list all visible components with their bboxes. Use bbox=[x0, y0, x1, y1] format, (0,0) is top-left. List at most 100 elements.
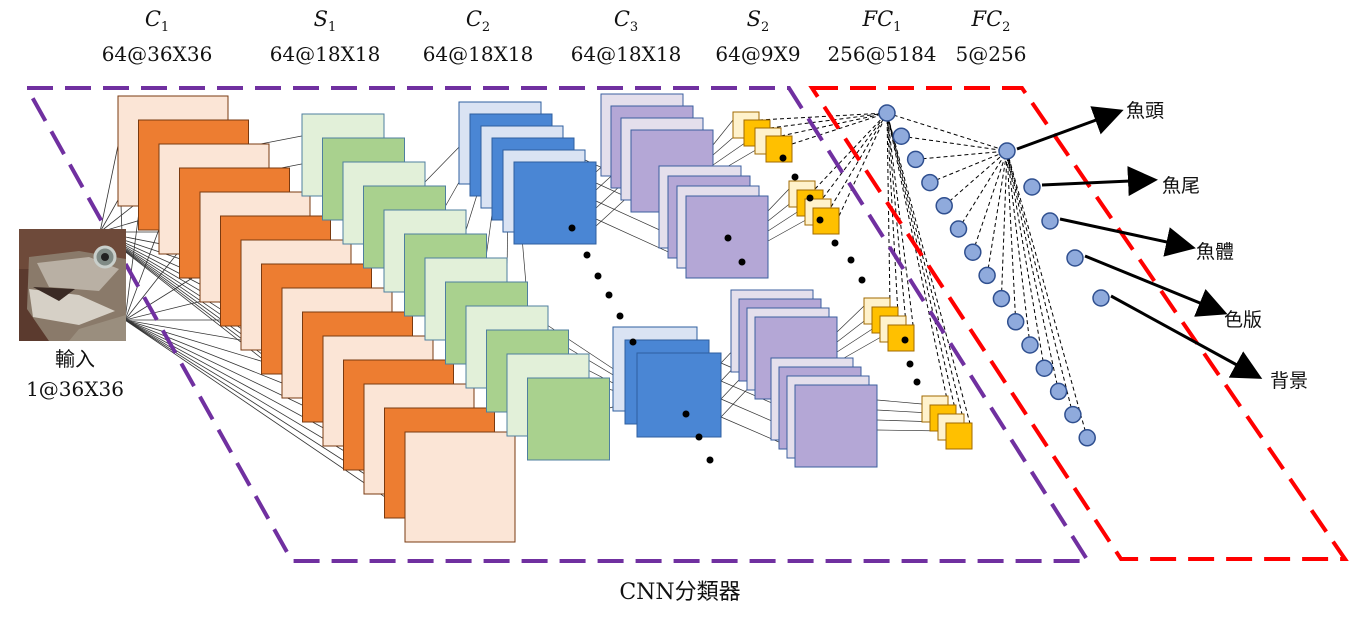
fc1-neuron bbox=[964, 243, 982, 261]
ellipsis-dot bbox=[682, 410, 690, 418]
layer-subscript: 2 bbox=[761, 20, 770, 36]
layer-subscript: 3 bbox=[629, 20, 639, 36]
fc2-neuron bbox=[1066, 249, 1084, 267]
fc1-neuron bbox=[906, 150, 925, 169]
ellipsis-dot bbox=[906, 360, 914, 368]
fc1-neuron bbox=[892, 127, 911, 145]
cnn-region-box bbox=[23, 86, 1092, 563]
input-connection-line bbox=[124, 271, 203, 321]
ellipsis-dot bbox=[847, 256, 855, 264]
fc1-neuron bbox=[935, 197, 953, 215]
ellipsis-dot bbox=[816, 216, 824, 224]
input-connection-line bbox=[124, 319, 285, 369]
input-connection-line bbox=[124, 319, 326, 417]
ellipsis-dot bbox=[779, 154, 787, 162]
fc2-neuron bbox=[1041, 212, 1059, 230]
input-connection-line bbox=[124, 319, 408, 513]
s2-fc1-dashed-line bbox=[886, 112, 965, 423]
ellipsis-dot bbox=[629, 338, 637, 346]
layer-dims: 64@18X18 bbox=[269, 42, 381, 67]
fc2-neuron bbox=[1092, 289, 1110, 307]
s2-fc1-dashed-line bbox=[758, 112, 888, 121]
layer-name: S bbox=[746, 7, 762, 31]
layer-header-c3: C3 64@18X18 bbox=[551, 6, 701, 67]
ellipsis-dot bbox=[605, 291, 613, 299]
c2-feature-map bbox=[513, 161, 597, 245]
layer-dims: 64@36X36 bbox=[101, 42, 213, 67]
ellipsis-dots bbox=[568, 154, 921, 464]
fc1-neuron bbox=[1021, 336, 1039, 354]
fc-region-box bbox=[808, 86, 1349, 561]
ellipsis-dot bbox=[831, 239, 839, 247]
layer-name: S bbox=[313, 7, 329, 31]
input-connection-line bbox=[124, 319, 305, 393]
output-arrow bbox=[1110, 294, 1263, 379]
layer-header-c2: C2 64@18X18 bbox=[403, 6, 553, 67]
output-label-fish-body: 魚體 bbox=[1196, 241, 1235, 263]
layer-subscript: 1 bbox=[160, 20, 170, 36]
input-fish-image bbox=[19, 229, 126, 341]
layer-name: C bbox=[144, 7, 161, 31]
input-connection-line bbox=[124, 223, 162, 321]
fc2-neuron bbox=[998, 142, 1016, 160]
fc1-fc2-dashed-line bbox=[929, 150, 1008, 184]
fc1-fc2-dashed-line bbox=[1000, 150, 1008, 299]
ellipsis-dot bbox=[724, 234, 732, 242]
layer-subscript: 1 bbox=[893, 20, 902, 36]
input-connection-line bbox=[124, 319, 387, 489]
input-label: 輸入 1@36X36 bbox=[20, 344, 130, 404]
c2-feature-map bbox=[636, 352, 722, 438]
fc2-neuron bbox=[1023, 178, 1041, 196]
layer-name: C bbox=[613, 7, 630, 31]
fc1-fc2-dashed-line bbox=[986, 150, 1008, 276]
s2-fc1-dashed-line bbox=[822, 112, 888, 199]
s2-fc1-dashed-line bbox=[886, 112, 915, 334]
c1-feature-map bbox=[404, 431, 516, 543]
fc1-neuron bbox=[1064, 405, 1082, 424]
fully-connected-layers bbox=[878, 104, 1263, 447]
fc1-fc2-dashed-line bbox=[958, 150, 1008, 230]
fc1-neuron bbox=[949, 220, 968, 238]
input-label-text: 輸入 bbox=[55, 347, 95, 371]
input-connection-line bbox=[124, 247, 182, 321]
layer-subscript: 2 bbox=[481, 20, 491, 36]
layer-header-c1: C1 64@36X36 bbox=[82, 6, 232, 67]
output-label-fish-head: 魚頭 bbox=[1126, 100, 1165, 122]
fc1-fc2-dashed-line bbox=[1006, 150, 1031, 346]
fc1-neuron bbox=[1049, 382, 1068, 401]
s2-fc1-dashed-line bbox=[886, 112, 957, 414]
diagram-caption: CNN分類器 bbox=[619, 580, 741, 605]
layer-dims: 5@256 bbox=[955, 42, 1027, 67]
fc1-neuron bbox=[992, 289, 1011, 308]
input-connection-line bbox=[124, 199, 141, 321]
layer-dims: 256@5184 bbox=[827, 42, 937, 67]
fc1-fc2-dashed-line bbox=[1006, 150, 1088, 438]
layer-header-fc2: FC2 5@256 bbox=[916, 6, 1066, 67]
output-label-background: 背景 bbox=[1270, 370, 1309, 392]
fc1-neuron bbox=[978, 266, 996, 285]
fc1-neuron bbox=[1035, 359, 1054, 377]
s2-feature-map bbox=[887, 324, 915, 352]
fc1-fc2-dashed-line bbox=[1006, 150, 1074, 415]
s2-fc1-dashed-line bbox=[769, 112, 888, 129]
fc1-neuron bbox=[878, 104, 896, 122]
c3-s2-connection-line bbox=[876, 409, 931, 414]
output-arrow bbox=[1059, 217, 1196, 257]
ellipsis-dot bbox=[858, 276, 866, 284]
fc1-fc2-dashed-line bbox=[1006, 150, 1017, 322]
ellipsis-dot bbox=[616, 312, 624, 320]
feature-maps bbox=[117, 93, 973, 543]
ellipsis-dot bbox=[695, 433, 703, 441]
output-label-fish-tail: 魚尾 bbox=[1162, 175, 1201, 197]
fc1-fc2-dashed-line bbox=[901, 135, 1008, 152]
ellipsis-dot bbox=[583, 251, 591, 259]
s1-feature-map bbox=[527, 377, 610, 461]
ellipsis-dot bbox=[706, 456, 714, 464]
ellipsis-dot bbox=[791, 173, 799, 181]
fc1-fc2-dashed-line bbox=[915, 150, 1008, 160]
input-connection-line bbox=[99, 135, 121, 233]
s2-fc1-dashed-line bbox=[886, 112, 949, 405]
ellipsis-dot bbox=[738, 258, 746, 266]
layer-name: C bbox=[465, 7, 482, 31]
